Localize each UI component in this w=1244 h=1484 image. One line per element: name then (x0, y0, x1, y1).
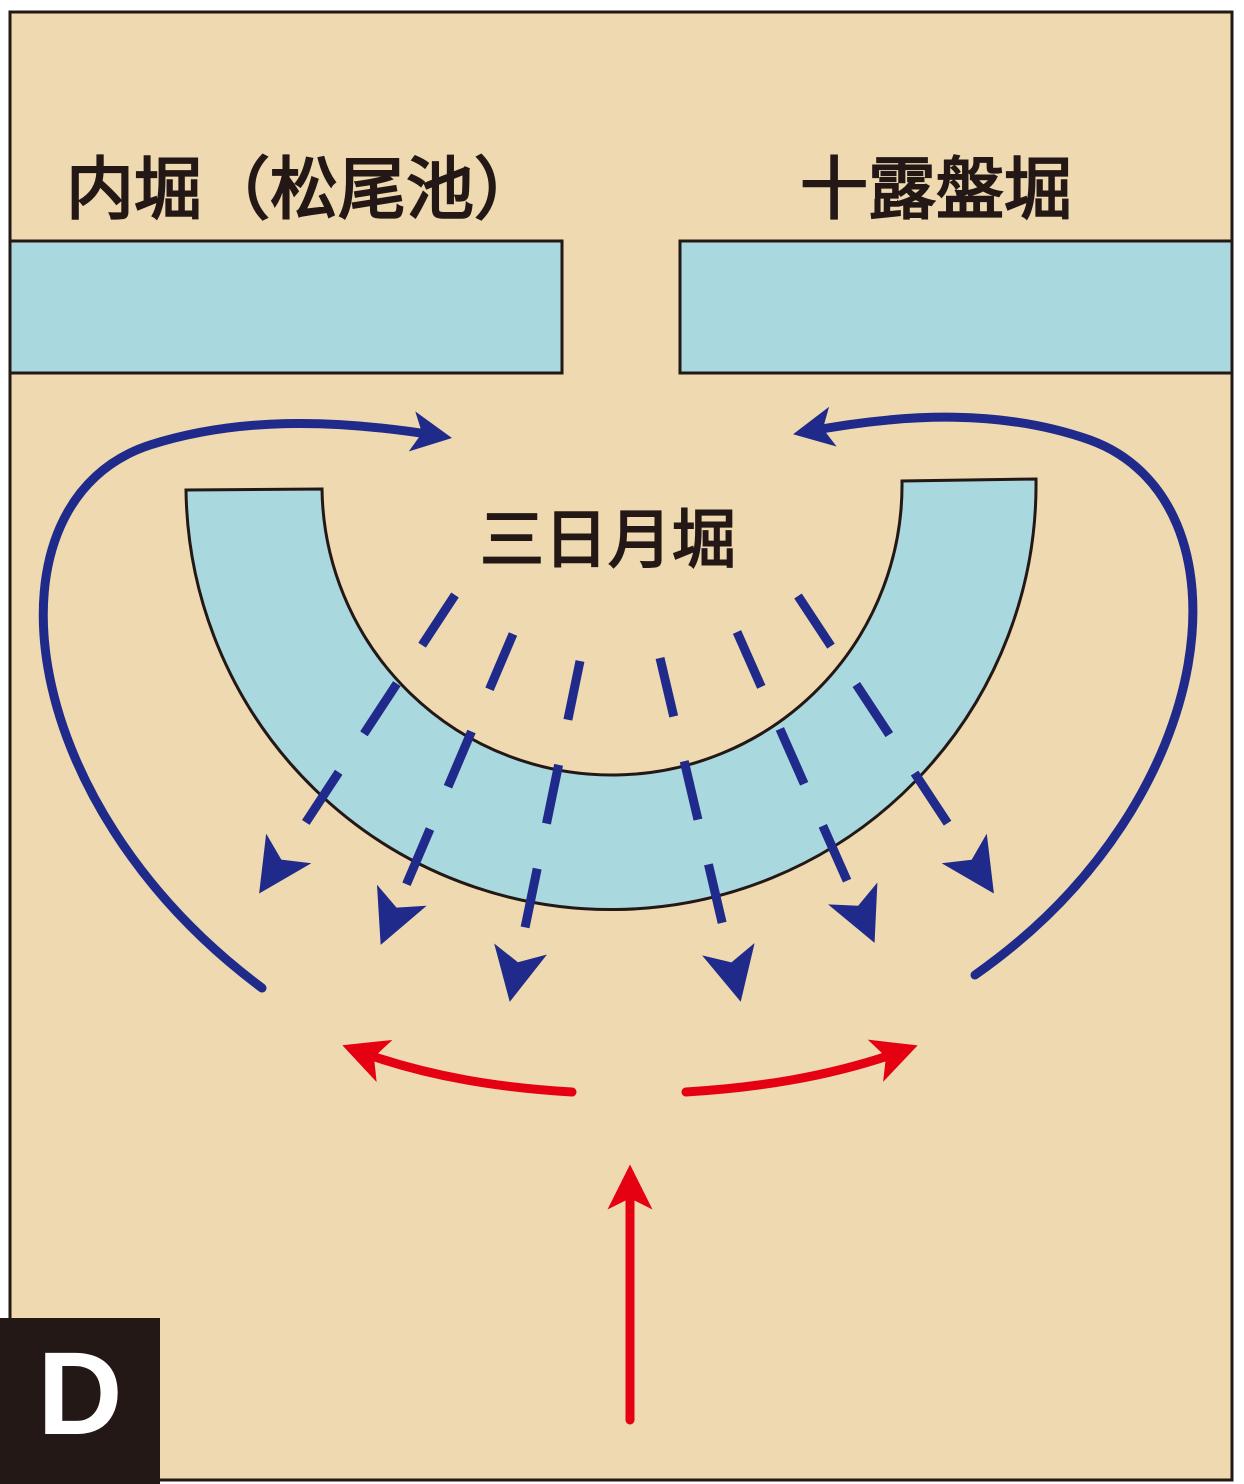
attacker-left-split-arrow (342, 1039, 577, 1097)
inner-moat-label: 内堀（松尾池） (66, 151, 542, 230)
firing-arrows (259, 592, 994, 1002)
mikazukibori-label: 三日月堀 (480, 504, 736, 578)
ground-area (8, 10, 1234, 1482)
mikazukibori-moat (184, 477, 1038, 911)
firing-arrow-5 (732, 630, 878, 943)
jurobanbori-moat (678, 239, 1234, 375)
firing-arrow-3 (494, 660, 585, 1002)
inner-moat (8, 239, 564, 375)
right-flank-arrow (793, 406, 1198, 980)
panel-letter-badge (0, 1318, 160, 1484)
firing-arrow-1 (259, 592, 459, 894)
firing-arrow-4 (655, 656, 755, 1002)
left-flank-arrow (38, 411, 452, 993)
firing-arrow-2 (376, 632, 518, 945)
firing-arrow-6 (794, 593, 994, 894)
jurobanbori-label: 十露盤堀 (800, 151, 1072, 230)
panel-letter: D (37, 1328, 122, 1460)
attacker-right-split-arrow (681, 1039, 918, 1097)
